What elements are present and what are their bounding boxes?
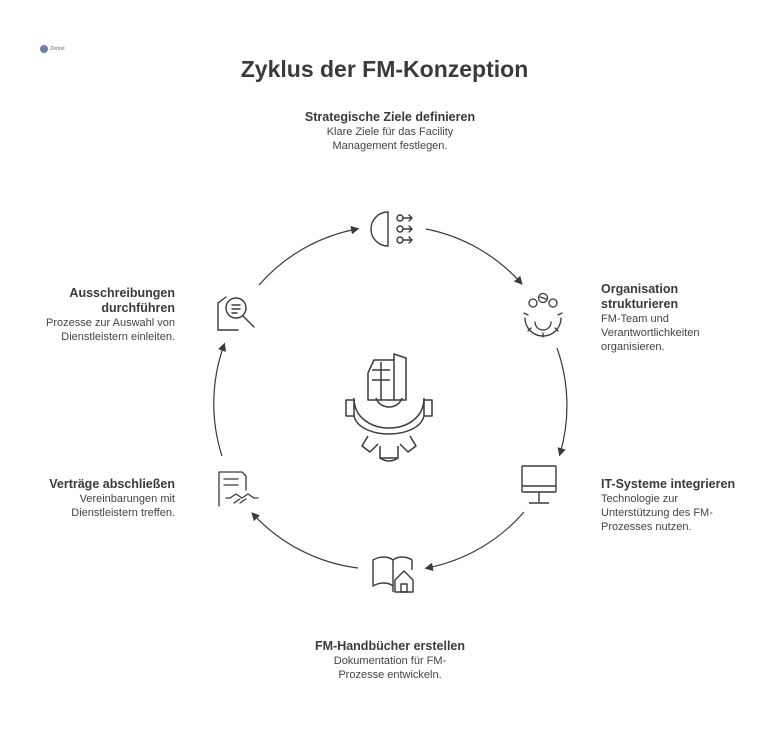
arrow-1-to-2	[425, 228, 523, 285]
arrow-5-to-6	[213, 342, 226, 457]
book-house-icon	[372, 556, 414, 593]
step-2-label: Organisation strukturieren FM-Team und V…	[601, 282, 741, 354]
step-3-title: IT-Systeme integrieren	[601, 477, 736, 491]
logo: Zenist	[40, 44, 82, 53]
step-1-title: Strategische Ziele definieren	[304, 110, 476, 124]
document-search-icon	[217, 296, 255, 331]
step-1-description: Klare Ziele für das Facility Management …	[326, 126, 454, 152]
logo-mark	[40, 44, 48, 53]
step-4-description: Dokumentation für FM-Prozesse entwickeln…	[333, 655, 447, 681]
step-5-title: Verträge abschließen	[49, 477, 175, 491]
step-5-label: Verträge abschließen Vereinbarungen mit …	[30, 477, 175, 520]
step-2-description: FM-Team und Verantwortlichkeiten organis…	[601, 313, 700, 353]
step-5-description: Vereinbarungen mit Dienstleistern treffe…	[71, 493, 175, 519]
step-6-title: Ausschreibungen durchführen	[69, 286, 175, 315]
step-2-title: Organisation strukturieren	[601, 282, 679, 311]
arrow-3-to-4	[424, 511, 525, 571]
step-3-description: Technologie zur Unterstützung des FM-Pro…	[601, 493, 713, 533]
step-3-label: IT-Systeme integrieren Technologie zur U…	[601, 477, 751, 534]
building-gear-icon	[345, 353, 433, 462]
monitor-icon	[521, 465, 557, 504]
step-6-description: Prozesse zur Auswahl von Dienstleistern …	[45, 317, 175, 343]
team-gear-icon	[523, 292, 563, 338]
arrow-2-to-3	[556, 347, 568, 457]
step-6-label: Ausschreibungen durchführen Prozesse zur…	[25, 286, 175, 344]
step-1-label: Strategische Ziele definieren Klare Ziel…	[292, 110, 488, 153]
step-4-title: FM-Handbücher erstellen	[314, 639, 466, 653]
arrow-4-to-5	[251, 512, 359, 569]
arrow-6-to-1	[258, 225, 360, 286]
contract-handshake-icon	[218, 471, 259, 507]
step-4-label: FM-Handbücher erstellen Dokumentation fü…	[295, 639, 485, 682]
logo-text: Zenist	[50, 45, 65, 52]
page-title: Zyklus der FM-Konzeption	[240, 56, 529, 82]
strategy-icon	[370, 211, 413, 247]
